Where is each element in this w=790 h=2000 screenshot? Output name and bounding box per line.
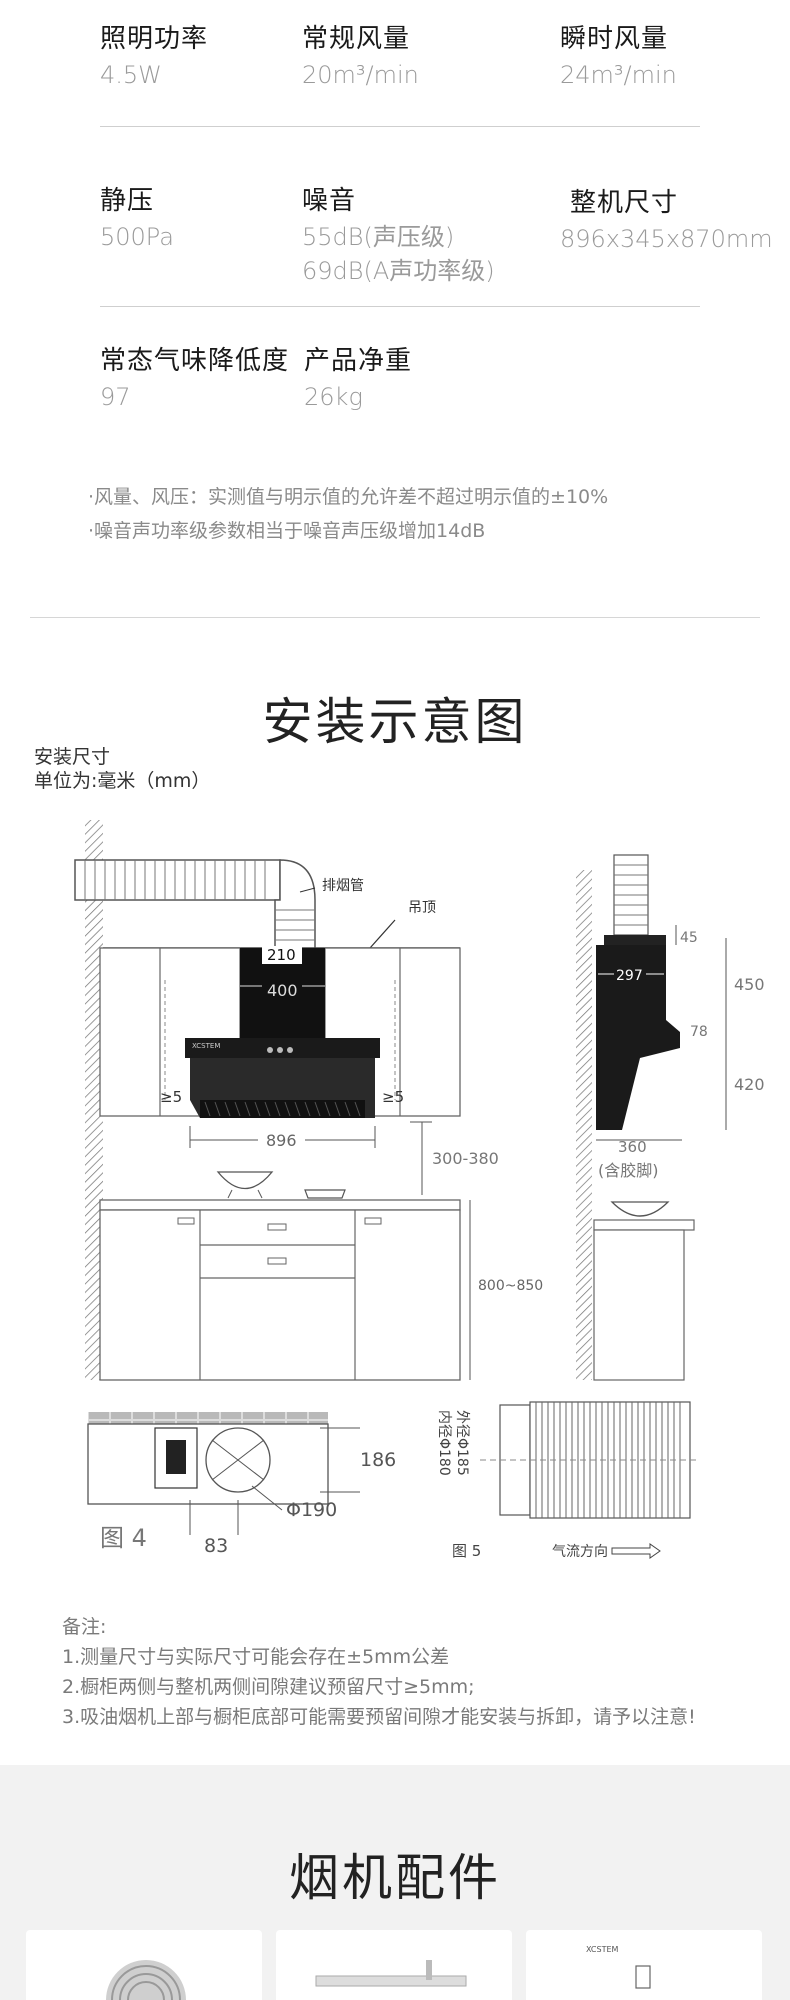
spec-divider <box>100 306 700 307</box>
install-unit-label: 单位为:毫米（mm） <box>34 770 211 792</box>
dim-420: 420 <box>734 1075 765 1094</box>
hood-brand-mark: XCSTEM <box>192 1042 220 1050</box>
fig4-label: 图 4 <box>100 1524 147 1552</box>
dim-83: 83 <box>204 1535 228 1557</box>
dim-450: 450 <box>734 975 765 994</box>
dim-800-850: 800~850 <box>478 1278 543 1294</box>
dim-300-380: 300-380 <box>432 1149 499 1168</box>
remarks-title: 备注: <box>62 1616 107 1638</box>
note-noise-conversion: ·噪音声功率级参数相当于噪音声压级增加14dB <box>88 520 486 542</box>
fig4-wall <box>88 1412 328 1424</box>
remark-item: 2.橱柜两侧与整机两侧间隙建议预留尺寸≥5mm; <box>62 1676 475 1698</box>
spec-value-peak-airflow: 24m³/min <box>560 61 677 89</box>
hood-button-icon <box>277 1047 283 1053</box>
fig5-label: 图 5 <box>452 1542 481 1560</box>
spec-value-static-pressure: 500Pa <box>100 223 174 251</box>
dim-896: 896 <box>266 1131 297 1150</box>
section-divider <box>30 617 760 618</box>
side-cabinet <box>593 1229 685 1381</box>
gap-left: ≥5 <box>160 1088 182 1106</box>
hood-button-icon <box>287 1047 293 1053</box>
dim-190: Φ190 <box>286 1499 337 1521</box>
spec-value-dimensions: 896x345x870mm <box>560 225 773 253</box>
spec-label-odor-reduction: 常态气味降低度 <box>100 346 290 376</box>
side-wok-icon <box>610 1201 670 1217</box>
install-size-label: 安装尺寸 <box>34 746 111 768</box>
dim-297: 297 <box>616 968 643 984</box>
dim-186: 186 <box>360 1449 396 1471</box>
countertop <box>99 1199 461 1211</box>
exhaust-pipe-label: 排烟管 <box>322 878 364 894</box>
with-feet-label: (含胶脚) <box>598 1161 659 1180</box>
remark-item: 3.吸油烟机上部与橱柜底部可能需要预留间隙才能安装与拆卸，请予以注意! <box>62 1706 696 1728</box>
spec-value-odor-reduction: 97 <box>100 383 131 411</box>
dim-400: 400 <box>267 981 298 1000</box>
dim-360: 360 <box>618 1138 647 1156</box>
hood-side-profile <box>596 945 680 1130</box>
burner-icon <box>304 1189 346 1199</box>
remark-item: 1.测量尺寸与实际尺寸可能会存在±5mm公差 <box>62 1646 450 1668</box>
spec-value-normal-airflow: 20m³/min <box>302 61 419 89</box>
spec-value-noise-power: 69dB(A声功率级) <box>302 257 495 285</box>
dim-45: 45 <box>680 930 698 946</box>
install-title: 安装示意图 <box>262 693 528 751</box>
installation-diagram: 排烟管 吊顶 XCSTEM 210 400 ≥5 ≥5 896 <box>74 820 765 1560</box>
accessory-card-bracket[interactable] <box>276 1930 512 2000</box>
exhaust-duct <box>74 859 316 951</box>
airflow-arrow-icon <box>611 1543 661 1559</box>
spec-value-lighting: 4.5W <box>100 61 162 89</box>
manual-accessory-icon: XCSTEM <box>586 1945 651 1989</box>
inner-dia-label: 内径Φ180 <box>436 1410 452 1476</box>
outer-dia-label: 外径Φ185 <box>454 1410 470 1476</box>
side-wall-hatch <box>576 870 592 1380</box>
gap-right: ≥5 <box>382 1088 404 1106</box>
note-airflow-tolerance: ·风量、风压：实测值与明示值的允许差不超过明示值的±10% <box>88 486 609 508</box>
airflow-label: 气流方向 <box>552 1544 608 1560</box>
base-cabinet <box>99 1209 461 1381</box>
spec-label-normal-airflow: 常规风量 <box>302 24 411 54</box>
dim-210: 210 <box>267 946 296 964</box>
spec-label-lighting: 照明功率 <box>100 24 209 54</box>
spec-divider <box>100 126 700 127</box>
manual-brand-mark: XCSTEM <box>586 1945 619 1954</box>
accessory-card-duct[interactable] <box>26 1930 262 2000</box>
spec-label-peak-airflow: 瞬时风量 <box>560 24 669 54</box>
hood-button-icon <box>267 1047 273 1053</box>
spec-label-dimensions: 整机尺寸 <box>570 188 679 218</box>
wall-hatch <box>85 820 103 1380</box>
bracket-accessory-icon <box>315 1960 467 1987</box>
accessories-title: 烟机配件 <box>289 1849 501 1907</box>
dim-78: 78 <box>690 1024 708 1040</box>
ceiling-label: 吊顶 <box>408 900 436 916</box>
wok-icon <box>216 1171 274 1189</box>
spec-value-net-weight: 26kg <box>304 383 363 411</box>
spec-value-noise-pressure: 55dB(声压级) <box>302 223 455 251</box>
accessory-card-manual[interactable]: XCSTEM <box>526 1930 762 2000</box>
spec-label-net-weight: 产品净重 <box>304 346 413 376</box>
spec-label-static-pressure: 静压 <box>100 186 155 216</box>
hood-control-panel <box>185 1038 380 1058</box>
duct-accessory-icon <box>106 1960 186 2000</box>
spec-label-noise: 噪音 <box>302 186 357 216</box>
